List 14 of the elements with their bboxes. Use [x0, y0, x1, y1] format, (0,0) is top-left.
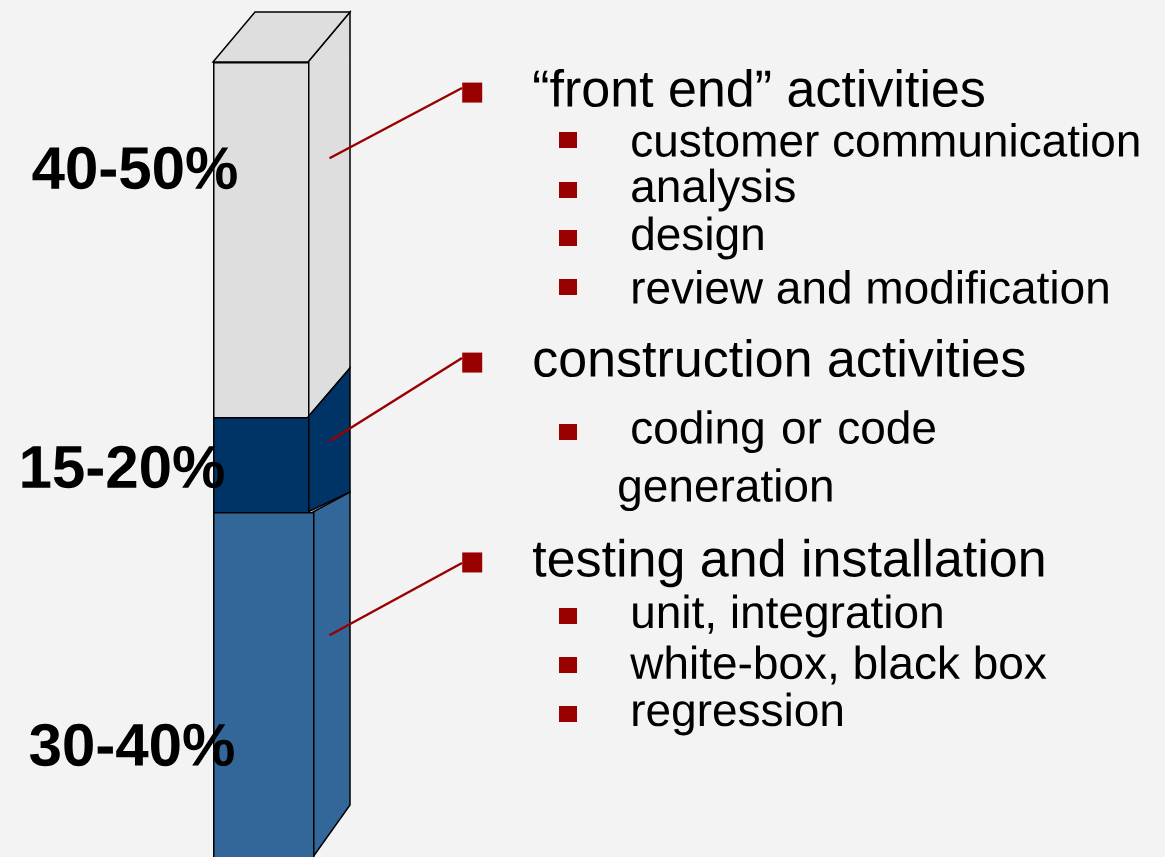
leader-line [328, 561, 463, 637]
list-item: review and modification [633, 270, 1108, 304]
list-item: customer communication [632, 123, 1139, 157]
list-item: unit, integration [633, 594, 942, 638]
list-item: white-box, black box [630, 645, 1047, 685]
list-item: regression [633, 692, 842, 736]
list-item: coding or code generation [619, 410, 935, 512]
bulleted-heading: construction activities [462, 338, 1025, 378]
leader-line [328, 86, 463, 160]
leader-line [328, 356, 463, 443]
list-item: analysis [632, 168, 795, 212]
list-item: design [632, 216, 763, 260]
bulleted-heading: “front end” activities [462, 68, 984, 108]
bulleted-heading: testing and installation [462, 538, 1044, 588]
